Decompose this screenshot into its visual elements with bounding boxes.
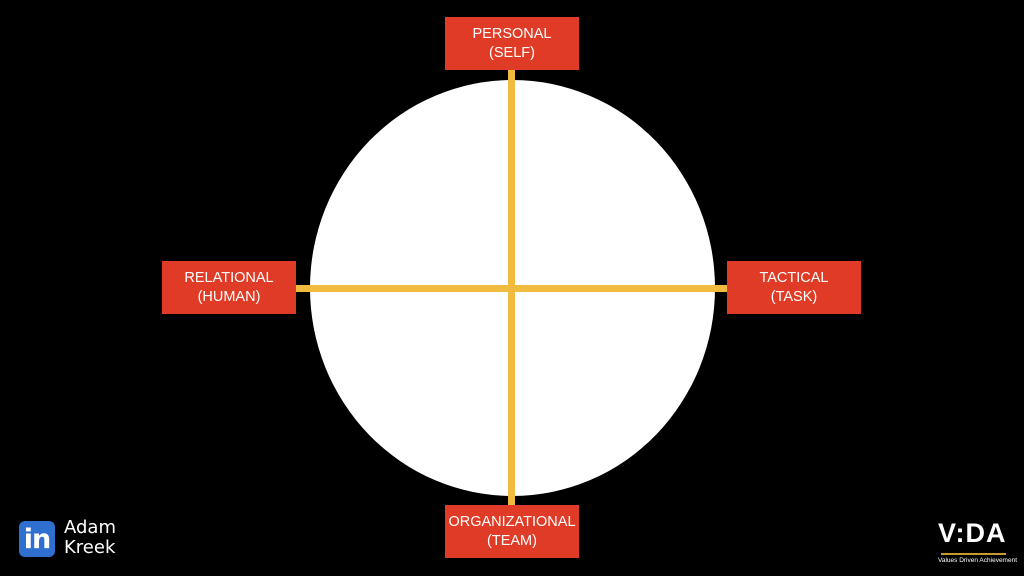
- box-personal: PERSONAL (SELF): [445, 17, 579, 70]
- box-sublabel: (TEAM): [487, 532, 537, 549]
- author-name: Adam Kreek: [64, 518, 116, 558]
- vida-logo: V:DA: [938, 518, 1007, 548]
- linkedin-icon: in: [19, 521, 55, 557]
- horizontal-axis: [294, 285, 730, 292]
- author-first: Adam: [64, 517, 116, 538]
- author-last: Kreek: [64, 537, 116, 558]
- vida-underline: [941, 553, 1006, 555]
- box-label: ORGANIZATIONAL: [448, 513, 576, 530]
- box-sublabel: (SELF): [489, 44, 535, 61]
- vida-tagline: Values Driven Achievement: [938, 557, 1018, 564]
- box-label: RELATIONAL: [184, 269, 274, 286]
- box-sublabel: (HUMAN): [197, 288, 261, 305]
- box-tactical: TACTICAL (TASK): [727, 261, 861, 314]
- box-organizational: ORGANIZATIONAL (TEAM): [445, 505, 579, 558]
- box-label: PERSONAL: [472, 25, 552, 42]
- box-label: TACTICAL: [759, 269, 829, 286]
- box-relational: RELATIONAL (HUMAN): [162, 261, 296, 314]
- box-sublabel: (TASK): [770, 288, 818, 305]
